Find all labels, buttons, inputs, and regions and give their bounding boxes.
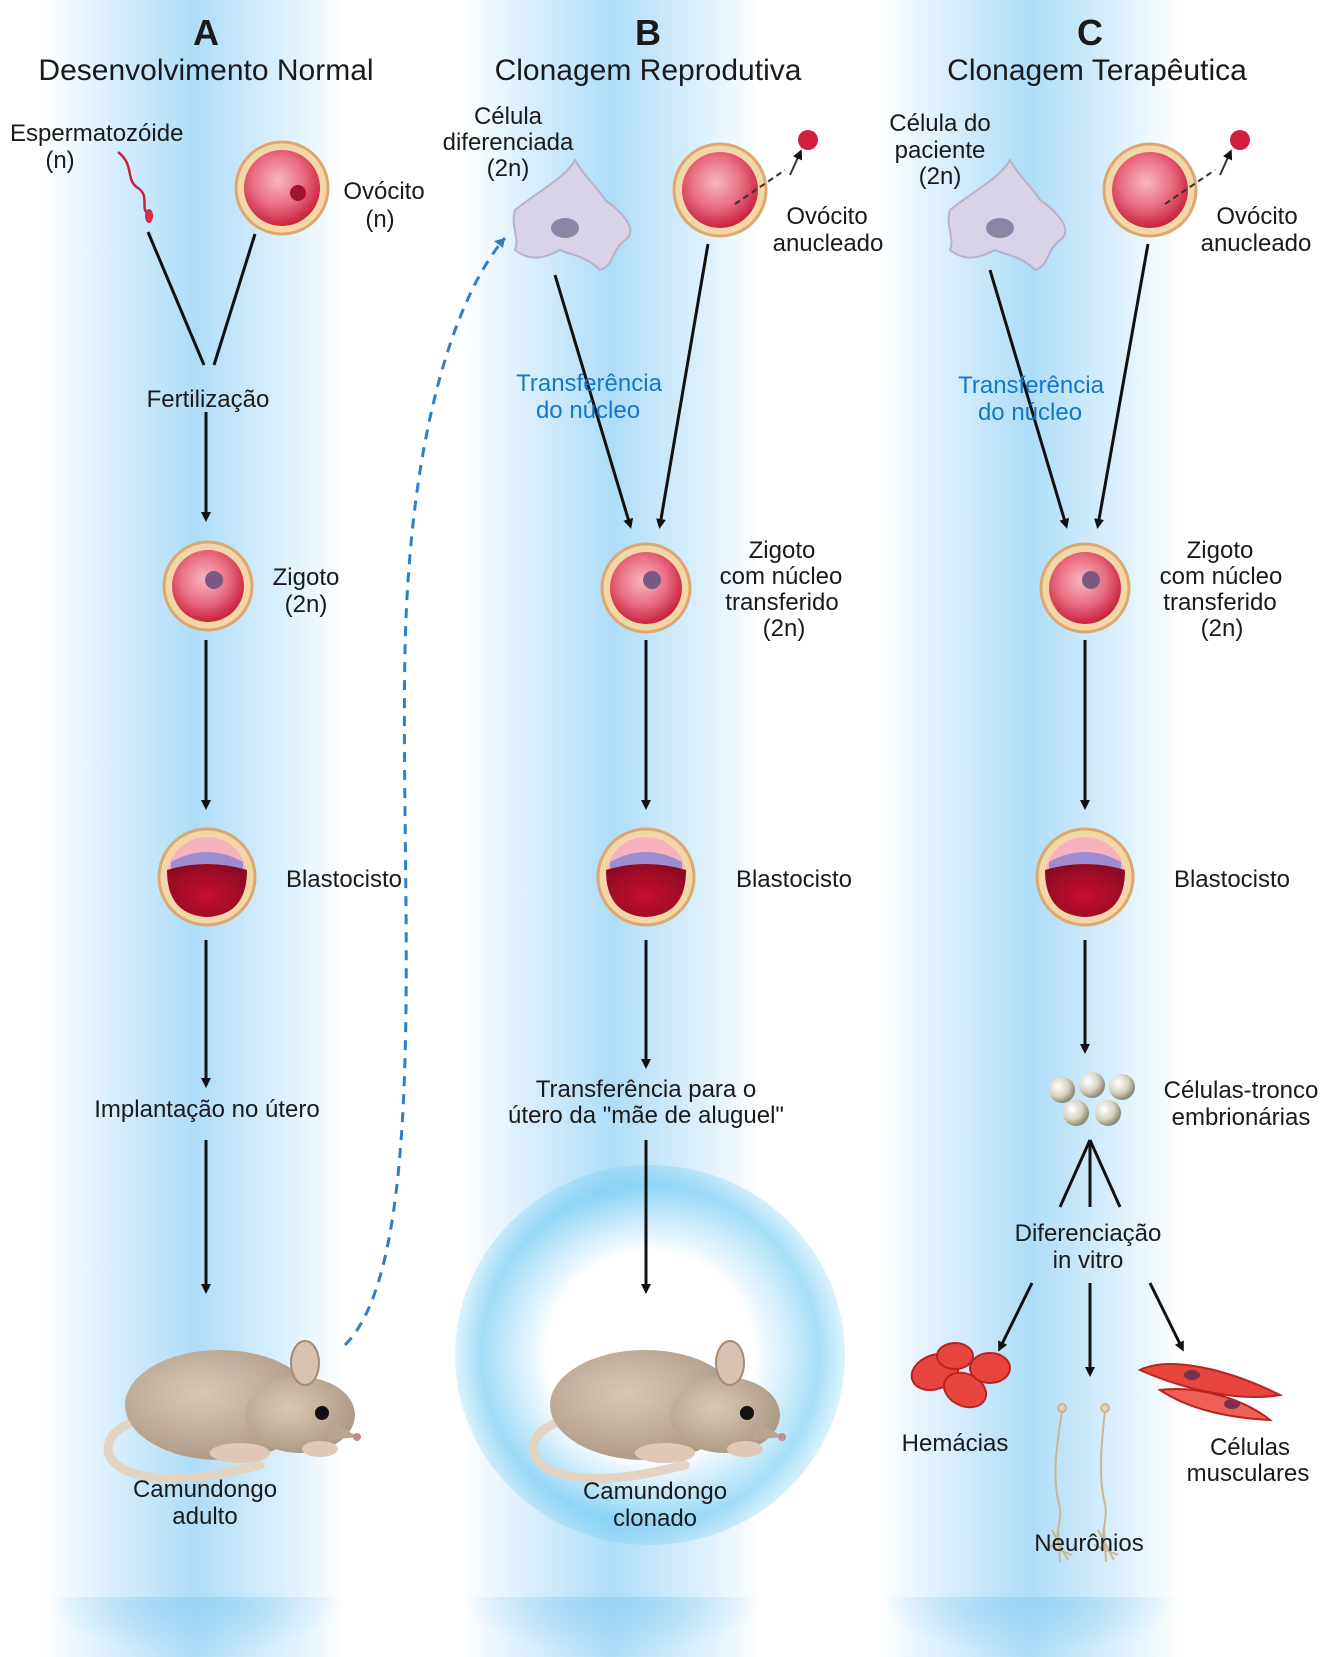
zygote-c-label-1: Zigoto (1162, 537, 1278, 564)
zygote-b-ploidy: (2n) (752, 615, 816, 642)
zygote-icon (164, 542, 252, 630)
donor-cell-label-2: diferenciada (430, 129, 586, 156)
stem-cells-label-1: Células-tronco (1158, 1077, 1324, 1104)
zygote-c-label-2: com núcleo (1146, 563, 1296, 590)
patient-cell-label-2: paciente (880, 137, 1000, 164)
sperm-label-line: Espermatozóide (10, 120, 180, 147)
sperm-ploidy: (n) (10, 147, 110, 174)
column-c-letter: C (1040, 14, 1140, 52)
zygote-c-icon (1041, 544, 1129, 632)
blastocyst-label: Blastocisto (276, 866, 412, 893)
zygote-c-ploidy: (2n) (1190, 615, 1254, 642)
nuclear-transfer-label-2: do núcleo (520, 397, 656, 424)
enucleated-oocyte-c-label-1: Ovócito (1202, 203, 1312, 230)
zygote-label: Zigoto (264, 564, 348, 591)
zygote-ploidy: (2n) (274, 591, 338, 618)
differentiation-label-2: in vitro (1040, 1247, 1136, 1274)
oocyte-ploidy: (n) (350, 206, 410, 233)
blastocyst-c-label: Blastocisto (1164, 866, 1300, 893)
dashed-arrowhead (494, 238, 505, 248)
oocyte-line (214, 234, 255, 365)
donor-cell-label-1: Célula (438, 103, 578, 130)
fertilization-label: Fertilização (120, 386, 296, 413)
column-c-title: Clonagem Terapêutica (920, 54, 1274, 88)
column-b-letter: B (598, 14, 698, 52)
fork-right (1090, 1140, 1120, 1207)
column-b-title: Clonagem Reprodutiva (466, 54, 830, 88)
muscle-cells-label-1: Células (1200, 1434, 1300, 1461)
zygote-b-label-1: Zigoto (724, 537, 840, 564)
zygote-b-label-3: transferido (712, 589, 852, 616)
blastocyst-icon (159, 829, 255, 925)
zygote-b-label-2: com núcleo (706, 563, 856, 590)
nuclear-transfer-label-1: Transferência (508, 370, 670, 397)
patient-cell-ploidy: (2n) (908, 163, 972, 190)
arrow-to-red-cells (1000, 1283, 1032, 1348)
blastocyst-b-icon (598, 829, 694, 925)
mouse-icon (108, 1341, 361, 1478)
nuclear-transfer-c-label-1: Transferência (950, 372, 1112, 399)
cloned-mouse-label-2: clonado (560, 1505, 750, 1532)
red-cells-label: Hemácias (890, 1430, 1020, 1457)
oocyte-label: Ovócito (336, 178, 432, 205)
neurons-label: Neurônios (1024, 1530, 1154, 1557)
nuclear-transfer-c-label-2: do núcleo (962, 399, 1098, 426)
patient-cell-label-1: Célula do (870, 110, 1010, 137)
surrogate-label-1: Transferência para o (504, 1076, 788, 1103)
stem-cells-icon (1049, 1072, 1135, 1126)
zygote-b-icon (602, 544, 690, 632)
enucleated-oocyte-label-2: anucleado (760, 230, 896, 257)
cloned-mouse-label: Camundongo (560, 1478, 750, 1505)
surrogate-label-2: útero da "mãe de aluguel" (488, 1102, 804, 1129)
dashed-path (345, 238, 505, 1345)
donor-cell-ploidy: (2n) (478, 155, 538, 182)
blastocyst-c-icon (1037, 829, 1133, 925)
fork-left (1060, 1140, 1090, 1207)
sperm-icon (118, 152, 153, 223)
arrow-to-muscle (1150, 1283, 1182, 1348)
cloned-mouse-icon (533, 1341, 786, 1478)
blastocyst-b-label: Blastocisto (726, 866, 862, 893)
red-blood-cells-icon (907, 1343, 1010, 1414)
stem-cells-label-2: embrionárias (1164, 1104, 1318, 1131)
enucleated-oocyte-label-1: Ovócito (772, 203, 882, 230)
oocyte-icon (236, 142, 328, 234)
muscle-cells-icon (1140, 1364, 1280, 1420)
enucleated-oocyte-c-label-2: anucleado (1188, 230, 1324, 257)
adult-mouse-label: Camundongo (110, 1476, 300, 1503)
zygote-c-label-3: transferido (1150, 589, 1290, 616)
adult-mouse-label-2: adulto (110, 1503, 300, 1530)
column-a-letter: A (156, 14, 256, 52)
differentiation-label-1: Diferenciação (1006, 1220, 1170, 1247)
implantation-label: Implantação no útero (82, 1096, 332, 1123)
column-a-title: Desenvolvimento Normal (18, 54, 394, 88)
sperm-line (148, 232, 204, 365)
muscle-cells-label-2: musculares (1178, 1460, 1318, 1487)
